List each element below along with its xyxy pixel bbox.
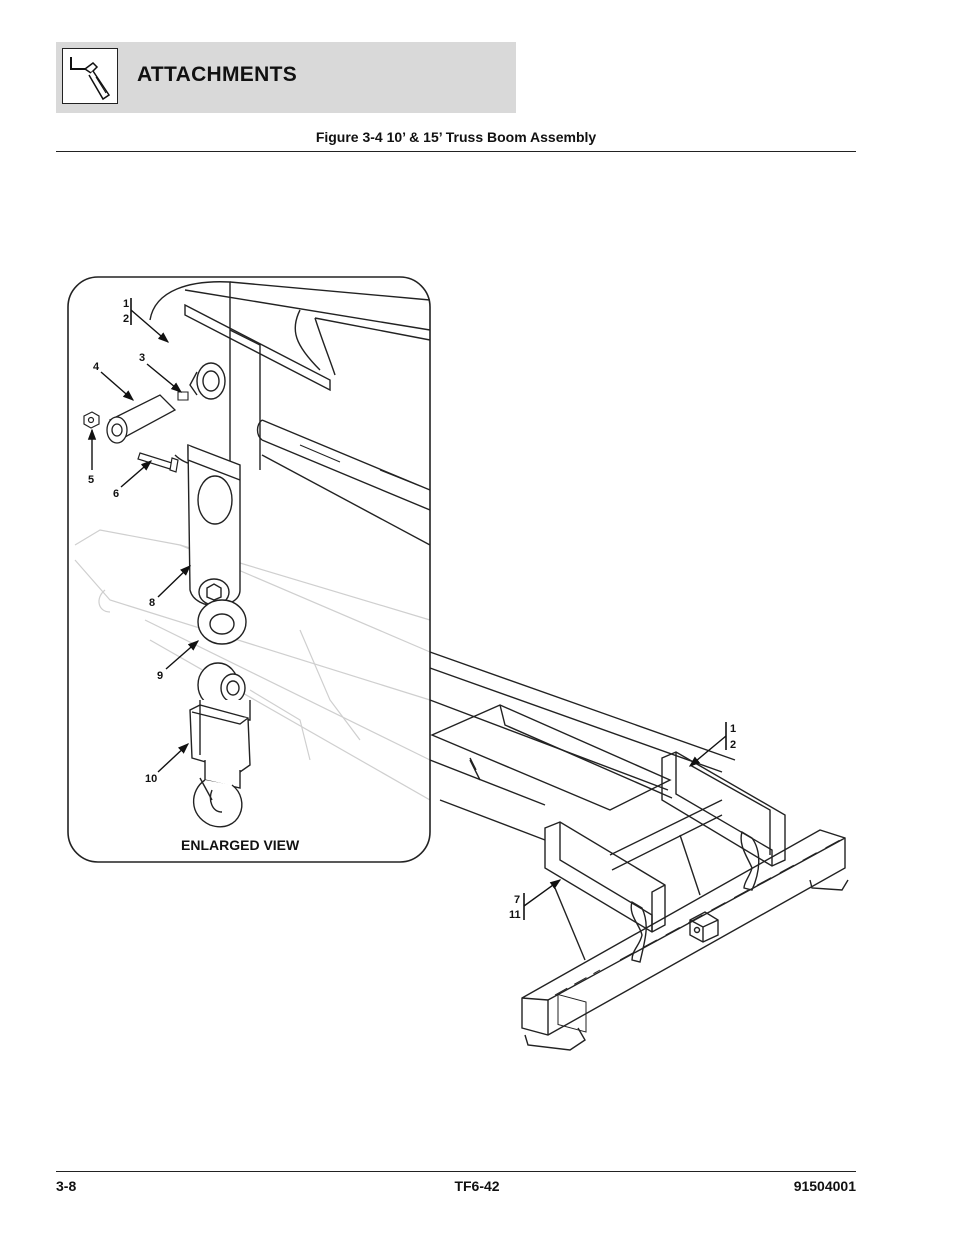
callout-7: 7 <box>514 894 520 906</box>
attachment-hook-icon <box>62 48 118 104</box>
callout-1a: 1 <box>123 298 129 310</box>
figure-title: Figure 3-4 10’ & 15’ Truss Boom Assembly <box>315 129 597 145</box>
part-number: 91504001 <box>793 1178 856 1194</box>
bolt-part <box>137 452 179 473</box>
enlarged-view-label: ENLARGED VIEW <box>181 837 300 853</box>
model-name: TF6-42 <box>454 1178 500 1194</box>
nut-part <box>83 411 100 429</box>
load-cell-part <box>189 662 251 789</box>
callout-6: 6 <box>113 488 119 500</box>
section-title: ATTACHMENTS <box>137 63 298 86</box>
boom-ghost-outline <box>74 529 431 801</box>
page-number: 3-8 <box>56 1178 77 1194</box>
callout-2a: 2 <box>123 313 129 325</box>
callout-1b: 1 <box>730 723 736 735</box>
hook-part <box>192 777 243 828</box>
callout-9: 9 <box>157 670 163 682</box>
header-banner <box>56 42 516 113</box>
callout-8: 8 <box>149 597 155 609</box>
callout-11: 11 <box>509 909 521 921</box>
callout-5: 5 <box>88 474 94 486</box>
callout-2b: 2 <box>730 739 736 751</box>
callout-3: 3 <box>139 352 145 364</box>
callout-10: 10 <box>145 773 157 785</box>
link-plate-part <box>187 443 241 607</box>
enlarged-boom-head <box>149 281 431 546</box>
footer-divider <box>56 1171 856 1172</box>
truss-boom-frame <box>429 651 849 1051</box>
shackle-part <box>197 599 247 645</box>
enlarged-view-frame <box>67 276 431 863</box>
header-divider <box>56 151 856 152</box>
screw-part <box>177 391 189 401</box>
callout-4: 4 <box>93 361 100 373</box>
pin-part <box>106 394 177 444</box>
